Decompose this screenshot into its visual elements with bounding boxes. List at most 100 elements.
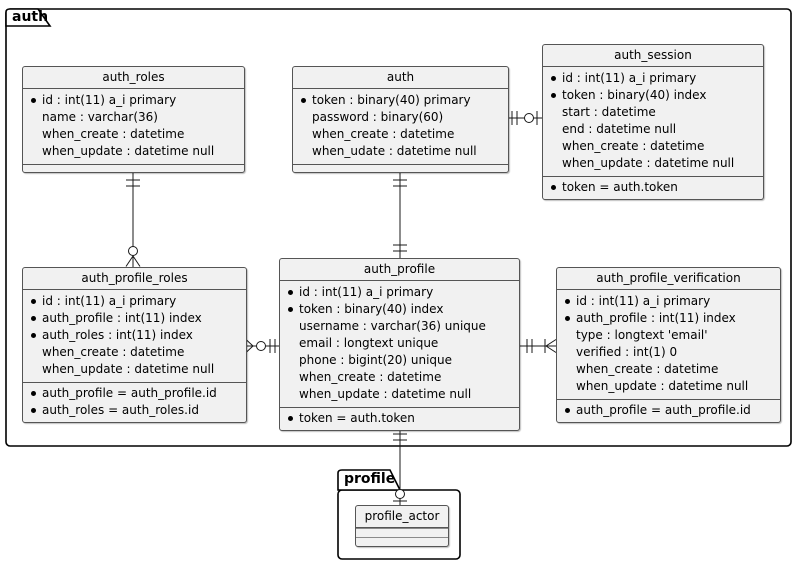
attribute-row: password : binary(60) (301, 109, 504, 126)
attribute-row: email : longtext unique (288, 335, 515, 352)
attribute-row: when_create : datetime (288, 369, 515, 386)
entity-title: auth_profile_roles (23, 268, 246, 290)
attribute-text: when_udate : datetime null (312, 144, 477, 158)
relation-auth-roles-to-auth-profile-roles (125, 172, 141, 267)
key-row: token = auth.token (288, 410, 515, 427)
attribute-text: end : datetime null (562, 122, 677, 136)
attribute-text: id : int(11) a_i primary (562, 71, 697, 85)
key-bullet-icon (31, 316, 36, 321)
key-bullet-icon (301, 98, 306, 103)
attribute-text: when_update : datetime null (562, 156, 735, 170)
attribute-text: id : int(11) a_i primary (42, 294, 177, 308)
entity-profile-actor: profile_actor (355, 505, 449, 547)
entity-attributes: id : int(11) a_i primary auth_profile : … (557, 290, 780, 399)
key-text: token = auth.token (299, 411, 415, 425)
attribute-row: token : binary(40) index (551, 87, 759, 104)
attribute-text: verified : int(1) 0 (576, 345, 678, 359)
attribute-row: id : int(11) a_i primary (31, 293, 242, 310)
attribute-row: when_update : datetime null (31, 361, 242, 378)
key-bullet-icon (551, 93, 556, 98)
key-bullet-icon (31, 299, 36, 304)
relation-auth-to-auth-session (508, 111, 542, 125)
key-bullet-icon (31, 333, 36, 338)
entity-title: auth_profile (280, 259, 519, 281)
key-row: auth_profile = auth_profile.id (565, 402, 776, 419)
entity-keys: auth_profile = auth_profile.id (557, 399, 780, 422)
entity-attributes: id : int(11) a_i primary auth_profile : … (23, 290, 246, 382)
attribute-row: when_update : datetime null (565, 378, 776, 395)
attribute-text: when_create : datetime (312, 127, 455, 141)
attribute-row: when_update : datetime null (551, 155, 759, 172)
key-text: auth_roles = auth_roles.id (42, 403, 199, 417)
entity-title: auth (293, 67, 508, 89)
attribute-text: phone : bigint(20) unique (299, 353, 453, 367)
key-text: auth_profile = auth_profile.id (576, 403, 751, 417)
attribute-row: username : varchar(36) unique (288, 318, 515, 335)
attribute-text: when_create : datetime (42, 345, 185, 359)
key-bullet-icon (551, 76, 556, 81)
entity-auth: auth token : binary(40) primary password… (292, 66, 509, 173)
entity-auth-roles: auth_roles id : int(11) a_i primary name… (22, 66, 245, 173)
key-text: token = auth.token (562, 180, 678, 194)
entity-attributes: id : int(11) a_i primary token : binary(… (543, 67, 763, 176)
key-bullet-icon (31, 98, 36, 103)
attribute-text: password : binary(60) (312, 110, 444, 124)
attribute-text: id : int(11) a_i primary (576, 294, 711, 308)
attribute-row: token : binary(40) primary (301, 92, 504, 109)
entity-title: auth_profile_verification (557, 268, 780, 290)
key-bullet-icon (565, 299, 570, 304)
entity-keys: token = auth.token (280, 407, 519, 430)
entity-title: auth_session (543, 45, 763, 67)
attribute-row: when_create : datetime (551, 138, 759, 155)
key-bullet-icon (565, 316, 570, 321)
entity-auth-profile: auth_profile id : int(11) a_i primary to… (279, 258, 520, 431)
entity-auth-profile-roles: auth_profile_roles id : int(11) a_i prim… (22, 267, 247, 423)
entity-keys: token = auth.token (543, 176, 763, 199)
relation-auth-profile-to-profile-actor (393, 428, 407, 505)
entity-attributes: id : int(11) a_i primary name : varchar(… (23, 89, 244, 164)
key-bullet-icon (31, 408, 36, 413)
attribute-row: phone : bigint(20) unique (288, 352, 515, 369)
attribute-row: auth_roles : int(11) index (31, 327, 242, 344)
key-row: auth_profile = auth_profile.id (31, 385, 242, 402)
attribute-text: email : longtext unique (299, 336, 439, 350)
key-bullet-icon (31, 391, 36, 396)
attribute-text: token : binary(40) index (562, 88, 707, 102)
frame-auth (5, 8, 792, 447)
attribute-text: when_create : datetime (576, 362, 719, 376)
entity-attributes: token : binary(40) primary password : bi… (293, 89, 508, 164)
attribute-row: when_update : datetime null (31, 143, 240, 160)
attribute-text: when_create : datetime (42, 127, 185, 141)
attribute-text: id : int(11) a_i primary (42, 93, 177, 107)
entity-attributes: id : int(11) a_i primary token : binary(… (280, 281, 519, 407)
attribute-row: when_update : datetime null (288, 386, 515, 403)
key-bullet-icon (551, 185, 556, 190)
attribute-row: auth_profile : int(11) index (31, 310, 242, 327)
key-row: token = auth.token (551, 179, 759, 196)
attribute-text: when_update : datetime null (42, 144, 215, 158)
attribute-row: type : longtext 'email' (565, 327, 776, 344)
attribute-row: when_udate : datetime null (301, 143, 504, 160)
attribute-text: when_update : datetime null (576, 379, 749, 393)
entity-empty-section (356, 528, 448, 537)
relation-auth-profile-to-auth-profile-roles (245, 339, 279, 353)
attribute-text: type : longtext 'email' (576, 328, 708, 342)
entity-title: profile_actor (356, 506, 448, 528)
attribute-text: auth_profile : int(11) index (42, 311, 202, 325)
attribute-text: start : datetime (562, 105, 656, 119)
attribute-row: when_create : datetime (31, 344, 242, 361)
entity-keys: auth_profile = auth_profile.id auth_role… (23, 382, 246, 422)
attribute-text: id : int(11) a_i primary (299, 285, 434, 299)
attribute-row: id : int(11) a_i primary (565, 293, 776, 310)
entity-auth-profile-verification: auth_profile_verification id : int(11) a… (556, 267, 781, 423)
frame-label-auth: auth (12, 9, 49, 25)
attribute-text: username : varchar(36) unique (299, 319, 486, 333)
key-bullet-icon (288, 290, 293, 295)
attribute-row: token : binary(40) index (288, 301, 515, 318)
frame-label-profile: profile (344, 471, 396, 487)
attribute-text: when_update : datetime null (299, 387, 472, 401)
entity-title: auth_roles (23, 67, 244, 89)
attribute-row: start : datetime (551, 104, 759, 121)
attribute-text: auth_profile : int(11) index (576, 311, 736, 325)
